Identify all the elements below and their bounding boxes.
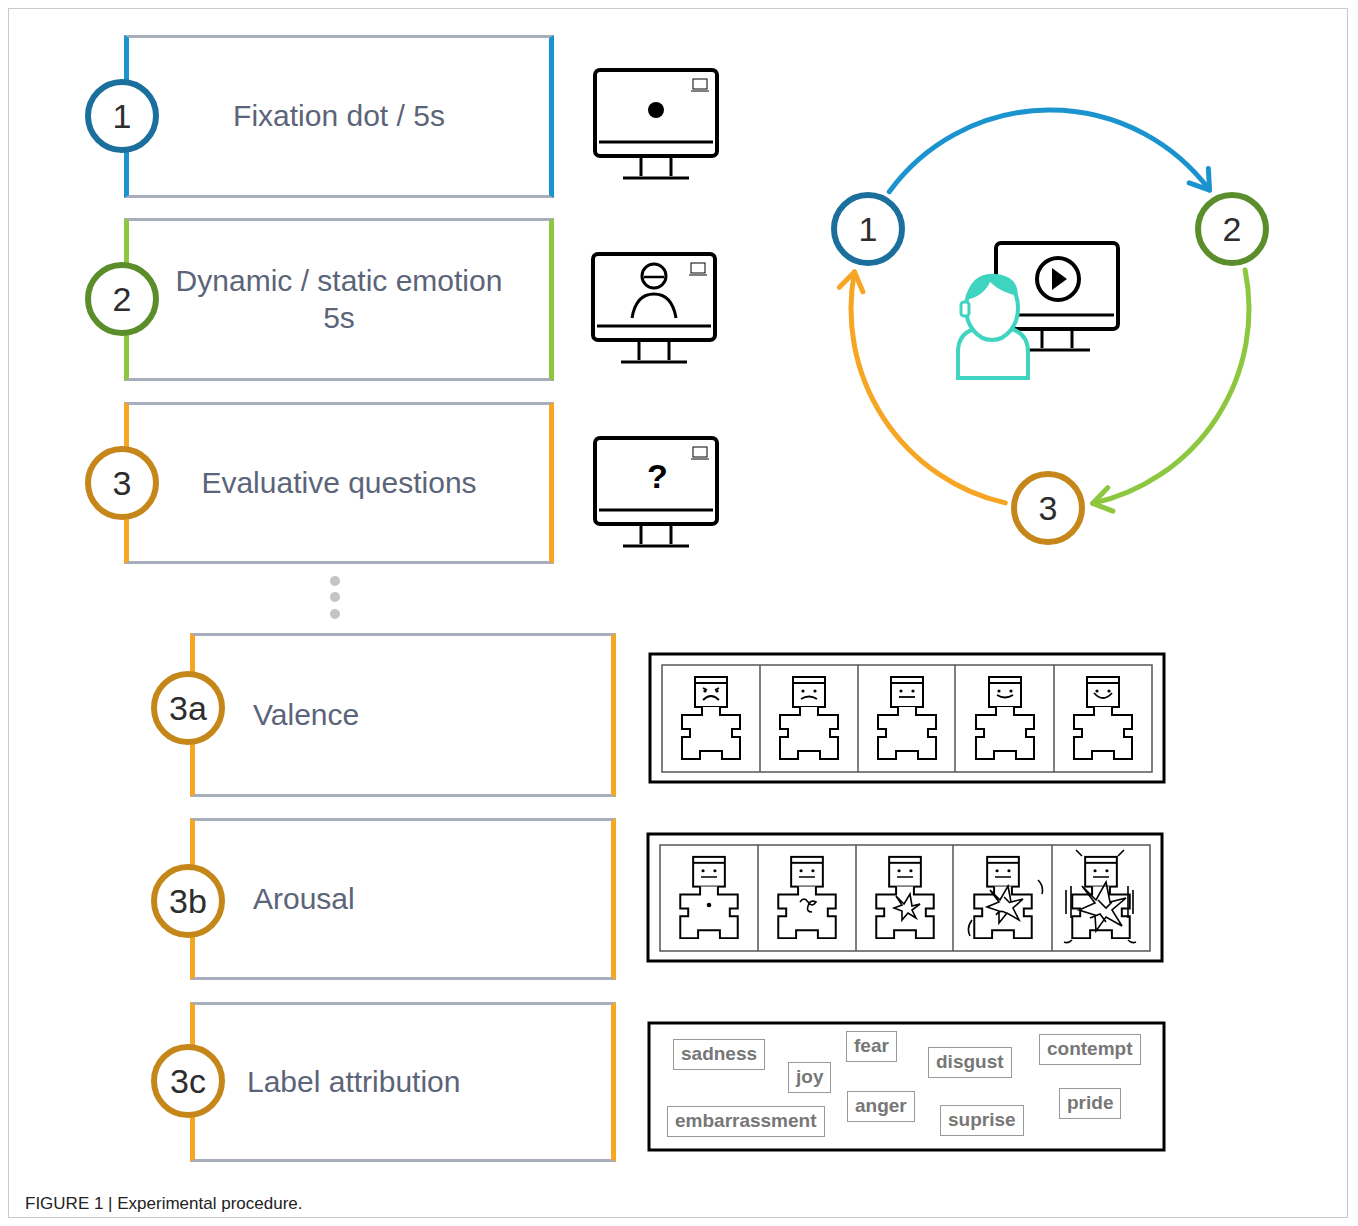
step-box: Arousal bbox=[190, 818, 616, 980]
emotion-label-box: disgust bbox=[928, 1047, 1012, 1078]
emotion-label-box: suprise bbox=[940, 1105, 1024, 1136]
emotion-label: embarrassment bbox=[675, 1110, 817, 1133]
step-circle: 3 bbox=[1011, 471, 1085, 545]
emotion-label: contempt bbox=[1047, 1038, 1133, 1061]
emotion-label-box: fear bbox=[846, 1031, 897, 1062]
step-circle: 1 bbox=[831, 192, 905, 266]
step-label: Valence bbox=[253, 697, 359, 734]
step-box: Valence bbox=[190, 633, 616, 797]
step-circle: 3 bbox=[85, 446, 159, 520]
emotion-label: disgust bbox=[936, 1051, 1004, 1074]
emotion-label: pride bbox=[1067, 1092, 1113, 1115]
cycle-arrow bbox=[1093, 270, 1249, 511]
step-number: 1 bbox=[113, 99, 132, 133]
step-number: 2 bbox=[1223, 212, 1242, 246]
step-label: Dynamic / static emotion 5s bbox=[164, 263, 514, 336]
step-number: 2 bbox=[113, 282, 132, 316]
step-box: Evaluative questions bbox=[124, 402, 554, 564]
step-number: 3c bbox=[170, 1064, 206, 1098]
step-box: Dynamic / static emotion 5s bbox=[124, 218, 554, 381]
step-label: Label attribution bbox=[247, 1064, 461, 1101]
step-number: 3 bbox=[113, 466, 132, 500]
step-label: Fixation dot / 5s bbox=[233, 98, 445, 135]
step-circle: 3b bbox=[151, 864, 225, 938]
step-number: 1 bbox=[859, 212, 878, 246]
emotion-label-box: contempt bbox=[1039, 1034, 1141, 1065]
cycle-arrow bbox=[889, 110, 1209, 192]
cycle-arrow bbox=[839, 272, 1005, 503]
step-circle: 1 bbox=[85, 79, 159, 153]
step-circle: 3c bbox=[151, 1044, 225, 1118]
step-circle: 3a bbox=[151, 671, 225, 745]
emotion-label: joy bbox=[796, 1066, 823, 1089]
emotion-label-box: pride bbox=[1059, 1088, 1121, 1119]
step-box: Label attribution bbox=[190, 1002, 616, 1162]
step-number: 3a bbox=[169, 691, 207, 725]
step-circle: 2 bbox=[85, 262, 159, 336]
caption-wrap: FIGURE 1 | Experimental procedure. bbox=[25, 1194, 302, 1214]
emotion-label-box: sadness bbox=[673, 1039, 765, 1070]
emotion-label: sadness bbox=[681, 1043, 757, 1066]
emotion-label: fear bbox=[854, 1035, 889, 1058]
question-mark-wrap: ? bbox=[647, 459, 668, 493]
figure-caption: FIGURE 1 | Experimental procedure. bbox=[25, 1194, 302, 1214]
question-mark: ? bbox=[647, 459, 668, 493]
emotion-label: anger bbox=[855, 1095, 907, 1118]
step-label: Arousal bbox=[253, 881, 355, 918]
emotion-label-box: anger bbox=[847, 1091, 915, 1122]
step-box: Fixation dot / 5s bbox=[124, 35, 554, 198]
emotion-label: suprise bbox=[948, 1109, 1016, 1132]
step-number: 3 bbox=[1039, 491, 1058, 525]
emotion-label-box: embarrassment bbox=[667, 1106, 825, 1137]
step-circle: 2 bbox=[1195, 192, 1269, 266]
step-label: Evaluative questions bbox=[201, 465, 476, 502]
step-number: 3b bbox=[169, 884, 207, 918]
emotion-label-box: joy bbox=[788, 1062, 831, 1093]
